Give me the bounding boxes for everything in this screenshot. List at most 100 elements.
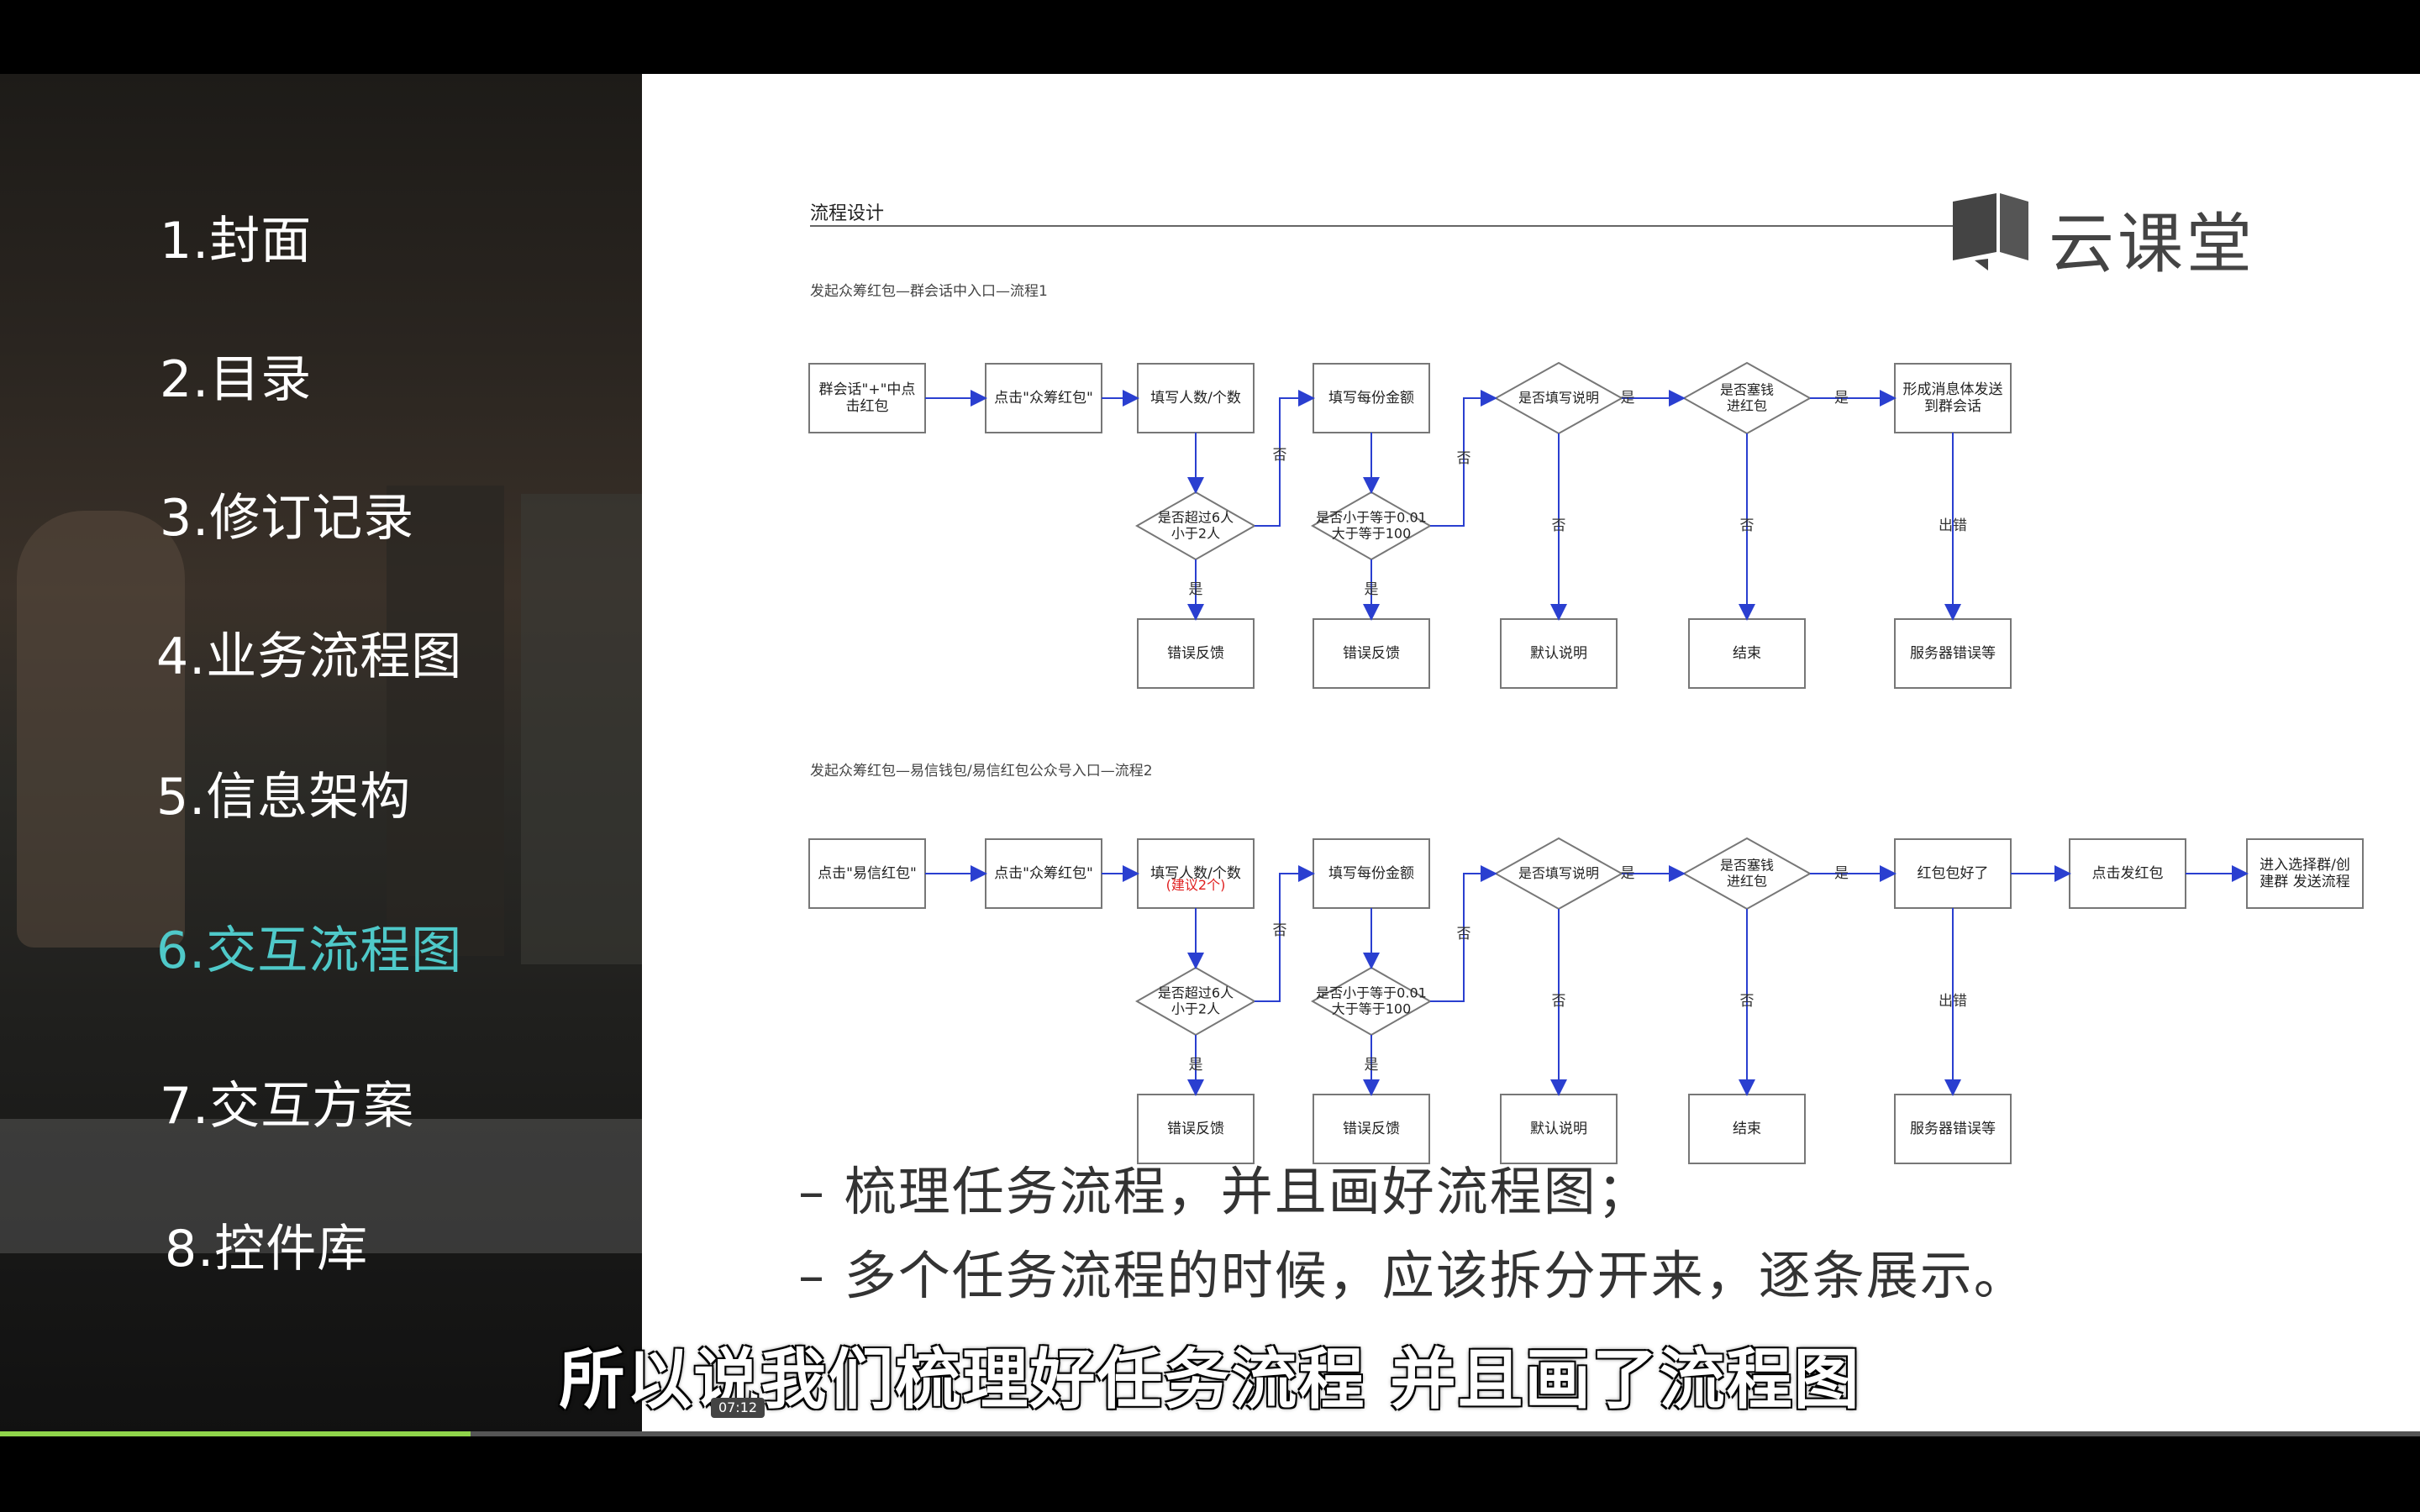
label-yes-2: 是 <box>1365 1057 1379 1074</box>
letterbox-bottom <box>0 1435 2420 1512</box>
check-count-label: 是否超过6人小于2人 <box>1158 984 1234 1016</box>
bg-poster-dark <box>387 486 504 956</box>
server-error-label: 服务器错误等 <box>1910 1121 1996 1137</box>
node-result-box <box>1894 838 2012 909</box>
progress-track[interactable] <box>0 1431 2420 1436</box>
bullet-1: – 梳理任务流程，并且画好流程图； <box>798 1161 1651 1222</box>
node-select-group-label: 进入选择群/创建群 发送流程 <box>2260 857 2350 890</box>
node-amount-label: 填写每份金额 <box>1328 865 1414 882</box>
err-amount-label: 错误反馈 <box>1343 645 1400 662</box>
node-crowdfund-box <box>985 838 1102 909</box>
node-send-label: 点击发红包 <box>2092 865 2164 882</box>
label-no-3: 否 <box>1552 993 1566 1010</box>
menu-item-interaction-plan[interactable]: 7.交互方案 <box>160 1077 415 1136</box>
end-label: 结束 <box>1733 1121 1761 1137</box>
label-no-2: 否 <box>1457 926 1471 942</box>
label-no-1: 否 <box>1273 447 1287 464</box>
decision-money-label: 是否塞钱进红包 <box>1720 857 1774 889</box>
decision-note-label: 是否填写说明 <box>1518 865 1599 881</box>
node-count-hint: (建议2个) <box>1166 877 1226 893</box>
menu-item-toc[interactable]: 2.目录 <box>160 350 313 409</box>
flow2-diagram: 点击"易信红包"点击"众筹红包"填写人数/个数(建议2个)填写每份金额是否填写说… <box>808 837 2364 1164</box>
node-result-box <box>1894 363 2012 433</box>
menu-item-info-architecture[interactable]: 5.信息架构 <box>156 768 412 827</box>
menu-item-widget-library[interactable]: 8.控件库 <box>165 1220 369 1278</box>
end-box <box>1688 618 1806 689</box>
node-start-box <box>808 363 926 433</box>
flowchart: 群会话"+"中点击红包点击"众筹红包"填写人数/个数填写每份金额是否填写说明是否… <box>808 361 2364 1164</box>
node-start-label: 群会话"+"中点击红包 <box>819 381 916 415</box>
label-no-1: 否 <box>1273 922 1287 939</box>
label-yes-3: 是 <box>1621 390 1635 407</box>
menu-item-revisions[interactable]: 3.修订记录 <box>160 489 415 548</box>
end-label: 结束 <box>1733 645 1761 662</box>
node-select-group-box <box>2246 838 2364 909</box>
default-note-label: 默认说明 <box>1530 1121 1587 1137</box>
node-result-label: 红包包好了 <box>1918 865 1989 882</box>
server-error-box <box>1894 1094 2012 1164</box>
check-count-label: 是否超过6人小于2人 <box>1158 509 1234 541</box>
server-error-label: 服务器错误等 <box>1910 645 1996 662</box>
book-icon <box>1953 193 2028 270</box>
err-amount-box <box>1313 1094 1430 1164</box>
bg-poster <box>521 494 642 964</box>
menu-panel: 1.封面 2.目录 3.修订记录 4.业务流程图 5.信息架构 6.交互流程图 … <box>0 74 642 1435</box>
label-no-3: 否 <box>1552 517 1566 534</box>
section-title: 流程设计 <box>810 203 885 224</box>
server-error-box <box>1894 618 2012 689</box>
node-count-label: 填写人数/个数 <box>1150 865 1241 882</box>
label-error: 出错 <box>1939 993 1967 1010</box>
arrow-4 <box>1255 390 1315 527</box>
flow2-title: 发起众筹红包—易信钱包/易信红包公众号入口—流程2 <box>810 763 1153 780</box>
flow1-title: 发起众筹红包—群会话中入口—流程1 <box>810 283 1048 300</box>
err-count-box <box>1137 618 1255 689</box>
node-count-label: 填写人数/个数 <box>1150 390 1241 407</box>
menu-item-business-flow[interactable]: 4.业务流程图 <box>156 627 463 686</box>
logo-text: 云课堂 <box>2049 207 2256 282</box>
node-amount-label: 填写每份金额 <box>1328 390 1414 407</box>
decision-note-label: 是否填写说明 <box>1518 390 1599 406</box>
progress-fill <box>0 1431 471 1436</box>
default-note-box <box>1500 1094 1618 1164</box>
label-yes-3: 是 <box>1621 865 1635 882</box>
flow1-diagram: 群会话"+"中点击红包点击"众筹红包"填写人数/个数填写每份金额是否填写说明是否… <box>808 361 2012 689</box>
node-result-label: 形成消息体发送到群会话 <box>1903 381 2003 415</box>
slide-content: 流程设计 云课堂 发起众筹红包—群会话中入口—流程1 发起众筹红包—易信钱包/易… <box>642 74 2420 1435</box>
menu-highlight-band <box>0 1119 642 1253</box>
letterbox-top <box>0 0 2420 74</box>
label-no-2: 否 <box>1457 450 1471 467</box>
logo <box>1953 193 2028 270</box>
node-send-box <box>2069 838 2186 909</box>
err-amount-box <box>1313 618 1430 689</box>
menu-item-interaction-flow[interactable]: 6.交互流程图 <box>156 921 463 980</box>
default-note-box <box>1500 618 1618 689</box>
label-no-4: 否 <box>1740 993 1754 1010</box>
title-rule <box>810 225 1970 227</box>
video-subtitle: 所以说我们梳理好任务流程 并且画了流程图 <box>559 1342 1861 1418</box>
bg-person <box>17 511 185 948</box>
arrow-7 <box>1430 390 1497 527</box>
default-note-label: 默认说明 <box>1530 645 1587 662</box>
label-yes-4: 是 <box>1834 390 1849 407</box>
arrow-7 <box>1430 865 1497 1002</box>
decision-money-label: 是否塞钱进红包 <box>1720 381 1774 413</box>
err-count-box <box>1137 1094 1255 1164</box>
label-yes-1: 是 <box>1189 581 1203 598</box>
node-count-box <box>1137 838 1255 909</box>
bullet-2: – 多个任务流程的时候，应该拆分开来，逐条展示。 <box>798 1245 2028 1306</box>
label-yes-2: 是 <box>1365 581 1379 598</box>
node-crowdfund-label: 点击"众筹红包" <box>994 390 1093 407</box>
menu-item-cover[interactable]: 1.封面 <box>160 212 313 270</box>
label-yes-1: 是 <box>1189 1057 1203 1074</box>
label-yes-4: 是 <box>1834 865 1849 882</box>
label-no-4: 否 <box>1740 517 1754 534</box>
node-crowdfund-box <box>985 363 1102 433</box>
err-count-label: 错误反馈 <box>1167 1121 1224 1137</box>
node-crowdfund-label: 点击"众筹红包" <box>994 865 1093 882</box>
node-start-box <box>808 838 926 909</box>
err-amount-label: 错误反馈 <box>1343 1121 1400 1137</box>
err-count-label: 错误反馈 <box>1167 645 1224 662</box>
